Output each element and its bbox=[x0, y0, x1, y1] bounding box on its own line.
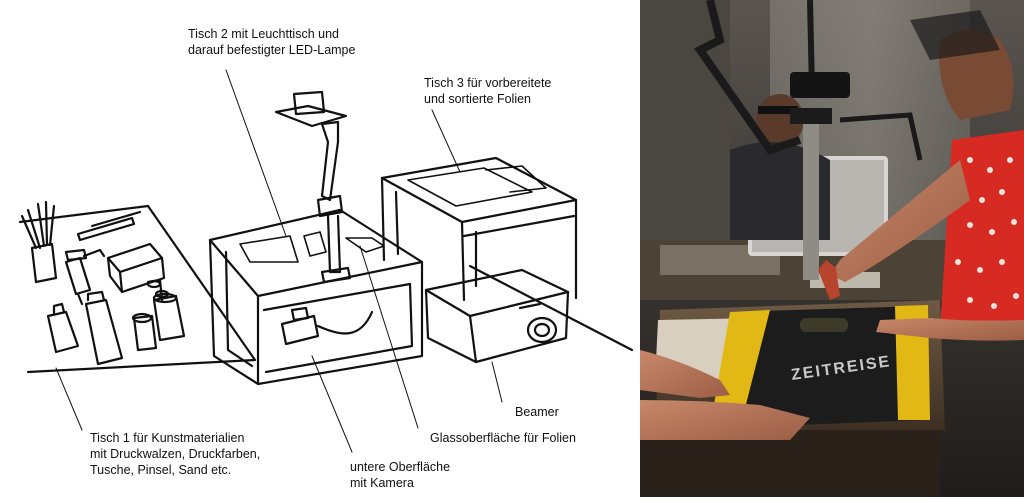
label-table2: Tisch 2 mit Leuchttisch und darauf befes… bbox=[188, 27, 356, 57]
floor-line bbox=[468, 264, 634, 352]
roller-tools bbox=[64, 210, 142, 262]
label-table1: Tisch 1 für Kunstmaterialien mit Druckwa… bbox=[90, 431, 261, 477]
leader-lines bbox=[55, 69, 503, 453]
ink-tube bbox=[64, 256, 92, 306]
led-lamp bbox=[274, 90, 352, 284]
polka-dots bbox=[955, 157, 1019, 309]
label-projector: Beamer bbox=[515, 405, 559, 419]
brush-jar bbox=[20, 200, 58, 284]
studio-photo: ZEITREISE bbox=[640, 0, 1024, 497]
bottles bbox=[46, 278, 186, 366]
pen bbox=[818, 260, 840, 300]
table2-frame bbox=[208, 208, 424, 386]
label-table3: Tisch 3 für vorbereitete und sortierte F… bbox=[424, 76, 552, 106]
black-board bbox=[720, 306, 925, 428]
lamp-head bbox=[790, 72, 850, 98]
tape-left bbox=[710, 310, 770, 428]
table3-frame bbox=[380, 156, 578, 302]
label-glass-surface: Glassoberfläche für Folien bbox=[430, 431, 576, 445]
table1-surface bbox=[18, 204, 257, 374]
setup-sketch: Tisch 2 mit Leuchttisch und darauf befes… bbox=[18, 27, 634, 490]
projector bbox=[424, 268, 570, 364]
woman-arm-upper bbox=[830, 160, 970, 282]
woman-arm-lower bbox=[876, 318, 1024, 341]
photo-scene: ZEITREISE bbox=[640, 0, 1024, 497]
roller bbox=[800, 318, 848, 332]
paint-box bbox=[106, 242, 166, 294]
front-desk bbox=[640, 430, 940, 497]
lamp-arm bbox=[694, 0, 802, 155]
lamp-pole bbox=[803, 120, 819, 280]
glasses bbox=[758, 106, 798, 114]
hand-left-bottom bbox=[640, 400, 810, 440]
label-lower-surface: untere Oberfläche mit Kamera bbox=[350, 460, 451, 490]
hand-left-top bbox=[640, 350, 730, 398]
sketch-drawing bbox=[18, 69, 634, 453]
camera bbox=[280, 306, 374, 346]
